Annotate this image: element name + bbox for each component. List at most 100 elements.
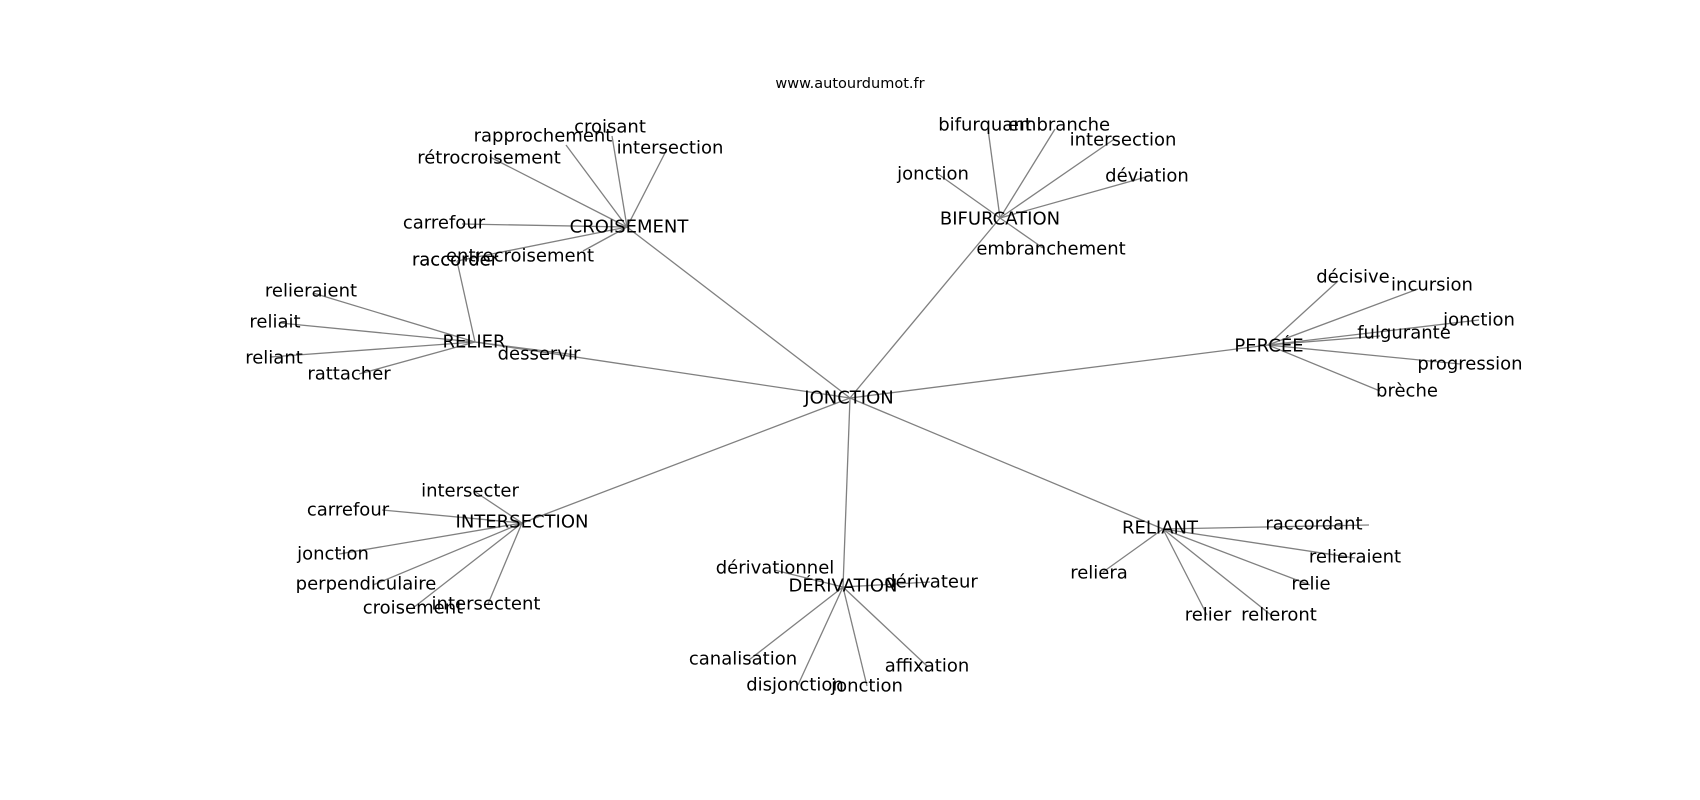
- word-node-label: carrefour: [403, 213, 486, 234]
- edge-hub-word: [1162, 528, 1272, 616]
- word-node-label: croisement: [363, 598, 463, 619]
- edge-hub-word: [456, 260, 476, 343]
- word-node-label: jonction: [1442, 310, 1515, 331]
- edge-hub-word: [412, 522, 523, 609]
- edge-hub-word: [489, 156, 628, 228]
- word-node-label: carrefour: [307, 500, 390, 521]
- edge-center-hub: [521, 397, 851, 524]
- word-node-label: intersecter: [421, 481, 519, 502]
- hub-node-label: INTERSECTION: [456, 512, 589, 533]
- edge-hub-word: [1102, 528, 1164, 573]
- edge-hub-word: [461, 223, 628, 228]
- word-node-label: incursion: [1391, 275, 1473, 296]
- word-node-label: raccordant: [1265, 514, 1362, 535]
- word-node-label: reliant: [245, 348, 303, 369]
- edge-hub-word: [1162, 528, 1356, 559]
- word-node-label: relieront: [1241, 605, 1317, 626]
- edge-hub-word: [474, 341, 577, 356]
- word-node-label: affixation: [885, 656, 970, 677]
- word-node-label: intersection: [1070, 130, 1177, 151]
- word-node-label: bifurquant: [938, 115, 1032, 136]
- edge-hub-word: [748, 586, 844, 661]
- word-node-label: embranchement: [976, 239, 1125, 260]
- edge-hub-word: [1162, 524, 1370, 530]
- word-node-label: rattacher: [307, 364, 391, 385]
- edge-hub-word: [269, 341, 476, 358]
- edge-hub-word: [473, 490, 523, 524]
- word-node-label: entrecroisement: [446, 246, 594, 267]
- word-node-label: embranche: [1008, 115, 1110, 136]
- edge-hub-word: [582, 226, 628, 252]
- edge-hub-word: [999, 128, 1056, 219]
- edge-hub-word: [487, 522, 523, 605]
- word-node-label: relie: [1291, 574, 1330, 595]
- source-url: www.autourdumot.fr: [775, 76, 924, 92]
- edge-hub-word: [381, 509, 523, 524]
- word-node-label: relieraient: [1309, 547, 1401, 568]
- edge-hub-word: [1267, 344, 1461, 365]
- word-node-label: jonction: [830, 676, 903, 697]
- word-node-label: rapprochement: [474, 126, 613, 147]
- edge-hub-word: [1162, 528, 1208, 616]
- edge-hub-word: [1267, 288, 1419, 346]
- word-node-label: fulgurante: [1357, 323, 1451, 344]
- edge-hub-word: [999, 217, 1044, 249]
- edge-hub-word: [1267, 344, 1381, 392]
- hub-node-label: RELIER: [442, 332, 505, 353]
- word-node-label: relieraient: [265, 281, 357, 302]
- edge-hub-word: [611, 135, 628, 228]
- word-node-label: intersectent: [432, 594, 541, 615]
- edge-center-hub: [474, 341, 851, 399]
- word-node-label: canalisation: [689, 649, 797, 670]
- edge-hub-word: [842, 586, 868, 687]
- edge-hub-word: [1162, 528, 1311, 586]
- hub-node-label: DÉRIVATION: [788, 575, 897, 597]
- edge-hub-word: [456, 226, 628, 262]
- word-node-label: dérivationnel: [716, 558, 835, 579]
- word-node-label: jonction: [896, 164, 969, 185]
- edge-hub-word: [312, 292, 476, 343]
- edge-hub-word: [999, 139, 1114, 219]
- edge-hub-word: [1267, 280, 1339, 346]
- edge-center-hub: [849, 217, 1001, 399]
- center-node-label: JONCTION: [803, 388, 893, 409]
- word-node-label: reliera: [1070, 563, 1128, 584]
- word-node-label: raccorder: [412, 250, 499, 271]
- word-node-label: progression: [1417, 354, 1522, 375]
- hub-node-label: PERCÉE: [1234, 335, 1303, 357]
- edge-center-hub: [842, 397, 851, 588]
- edge-hub-word: [842, 581, 931, 588]
- edge-hub-word: [279, 322, 476, 343]
- word-node-label: décisive: [1316, 267, 1390, 288]
- edge-hub-word: [987, 128, 1001, 219]
- edge-hub-word: [338, 522, 523, 555]
- edge-hub-word: [999, 176, 1147, 219]
- edges-layer: [269, 128, 1480, 687]
- edge-center-hub: [626, 226, 851, 399]
- word-node-label: raccorder: [412, 250, 499, 271]
- edge-hub-word: [372, 522, 523, 586]
- word-node-label: relier: [1185, 605, 1232, 626]
- word-node-label: intersection: [617, 138, 724, 159]
- word-node-label: déviation: [1105, 166, 1189, 187]
- edge-hub-word: [842, 586, 928, 667]
- hub-node-label: BIFURCATION: [940, 209, 1060, 230]
- edge-hub-word: [358, 341, 476, 375]
- word-node-label: disjonction: [746, 675, 844, 696]
- edge-hub-word: [797, 586, 844, 686]
- edge-hub-word: [1267, 335, 1381, 346]
- edge-center-hub: [849, 344, 1269, 399]
- word-node-label: rétrocroisement: [417, 148, 561, 169]
- edge-hub-word: [565, 144, 628, 228]
- word-node-label: croisant: [574, 117, 646, 138]
- labels-layer: JONCTIONCROISEMENTcroisantrapprochementi…: [245, 115, 1522, 697]
- edge-hub-word: [626, 148, 668, 228]
- edge-hub-word: [937, 173, 1001, 219]
- word-node-label: brèche: [1376, 381, 1438, 402]
- word-node-label: perpendiculaire: [296, 574, 437, 595]
- hub-node-label: CROISEMENT: [570, 217, 690, 238]
- word-node-label: dérivateur: [884, 572, 978, 593]
- edge-hub-word: [1267, 319, 1480, 346]
- edge-center-hub: [849, 397, 1164, 530]
